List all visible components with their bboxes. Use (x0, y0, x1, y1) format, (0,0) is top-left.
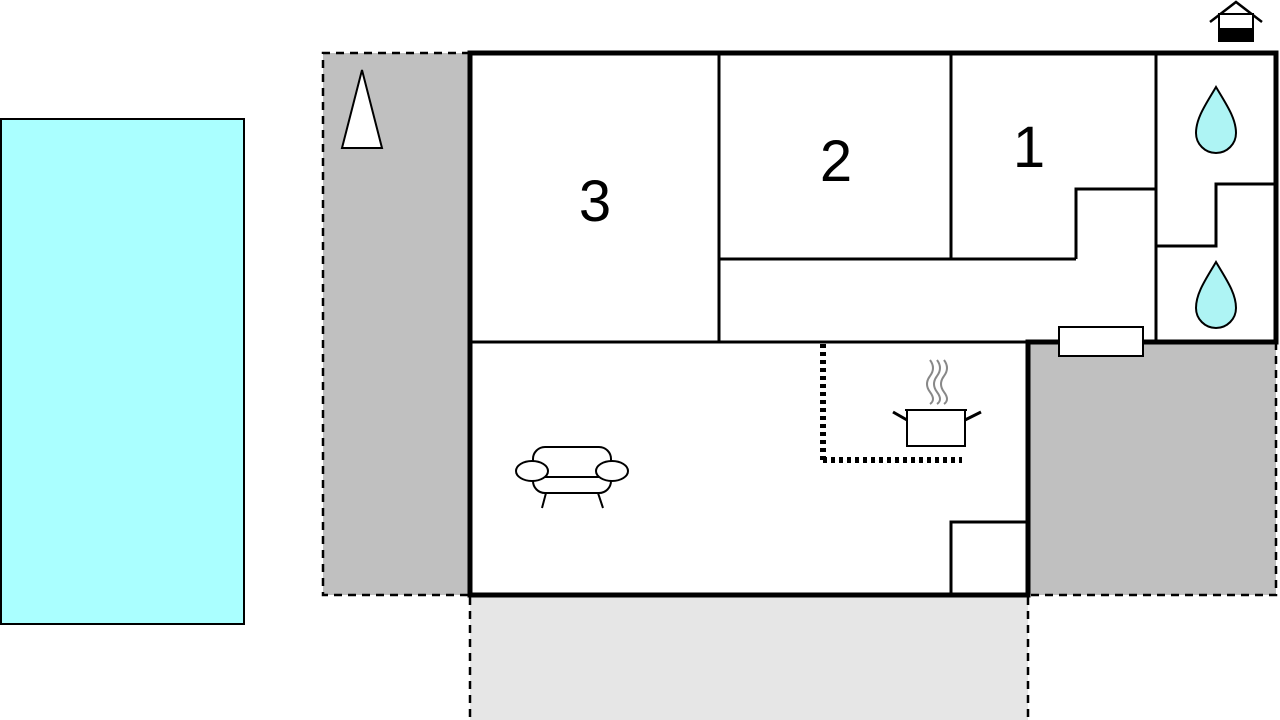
interior-walls (470, 53, 1276, 595)
terrace-left-outline (321, 51, 470, 597)
room-2-label: 2 (820, 129, 852, 194)
window-icon (1058, 326, 1144, 357)
cooking-pot-icon (892, 359, 982, 447)
terrace-right (1028, 342, 1276, 595)
patio-bottom (470, 595, 1028, 720)
water-drop-icon (1194, 260, 1238, 329)
terrace-right-outline (1028, 342, 1278, 597)
kitchen-counter (820, 344, 962, 463)
room-1-label: 1 (1013, 115, 1045, 180)
north-arrow-icon (340, 69, 384, 149)
exterior-walls (467, 50, 1279, 598)
sofa-icon (515, 446, 629, 509)
house-entrance-icon (1209, 0, 1263, 42)
pool (0, 118, 245, 625)
room-3-label: 3 (579, 169, 611, 234)
water-drop-icon (1194, 85, 1238, 154)
